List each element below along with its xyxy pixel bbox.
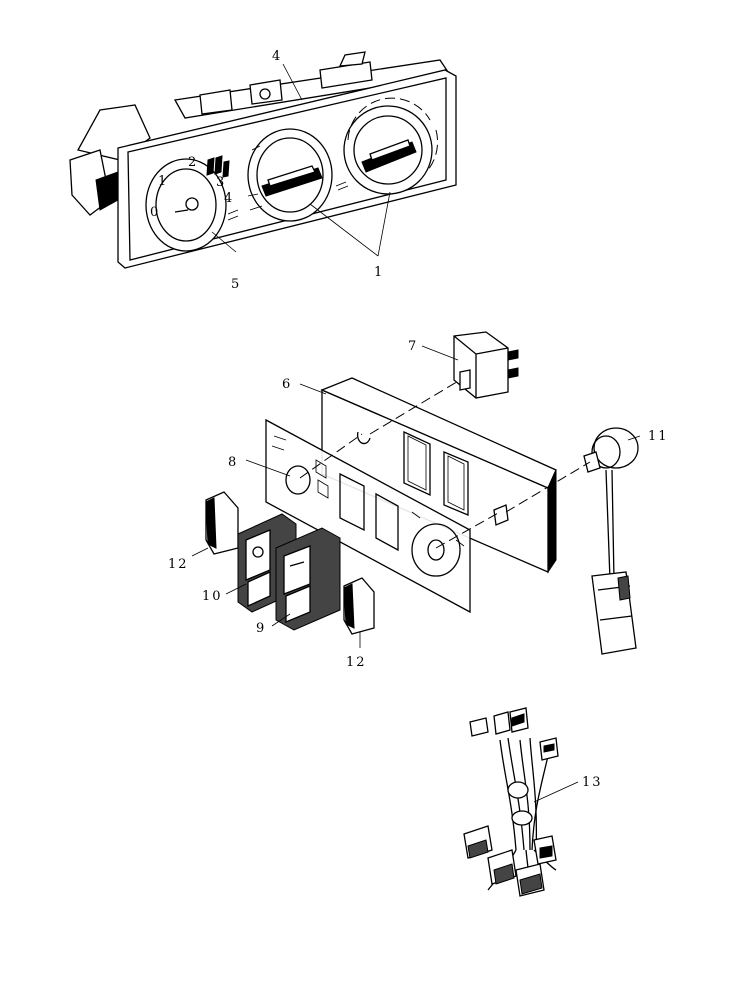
- dial-mark-4: 4: [224, 191, 234, 206]
- airflow-mode-icons: [247, 145, 263, 211]
- control-panel-assembly: 0 1 2 3 4 4 5: [69, 49, 457, 292]
- fan-icon: [227, 209, 239, 221]
- panel-housing: [320, 377, 557, 574]
- wiring-harness: 13: [463, 707, 603, 897]
- potentiometer-with-connector: [583, 427, 639, 655]
- callout-11: 11: [648, 429, 669, 444]
- callout-1: 1: [374, 265, 384, 280]
- dial-mark-3: 3: [216, 175, 226, 190]
- callout-6: 6: [282, 377, 292, 392]
- rocker-switch-9: [275, 527, 341, 631]
- right-rotary-knob: [343, 97, 439, 195]
- callout-4: 4: [272, 49, 282, 64]
- knob-left: [205, 491, 239, 555]
- callout-5: 5: [231, 277, 241, 292]
- overlay-label: [265, 418, 471, 614]
- callout-13: 13: [582, 775, 603, 790]
- knob-right: [343, 577, 375, 635]
- callout-8: 8: [228, 455, 238, 470]
- callout-12-right: 12: [346, 655, 367, 670]
- callout-12-left: 12: [168, 557, 189, 572]
- dial-mark-1: 1: [158, 174, 168, 189]
- callout-7: 7: [408, 339, 418, 354]
- exploded-panel-assembly: 6 7 8 11 12 10 9 12: [168, 331, 669, 670]
- callout-10: 10: [202, 589, 223, 604]
- dial-mark-0: 0: [150, 205, 160, 220]
- rotary-switch-block: [453, 331, 519, 399]
- middle-rotary-knob: [247, 128, 349, 222]
- left-rotary-knob: 0 1 2 3 4: [145, 155, 239, 252]
- callout-9: 9: [256, 621, 266, 636]
- dial-mark-2: 2: [188, 155, 198, 170]
- heat-icon: [335, 181, 349, 191]
- fan-icon-overlay: [271, 435, 287, 451]
- heat-icon-overlay: [411, 511, 465, 547]
